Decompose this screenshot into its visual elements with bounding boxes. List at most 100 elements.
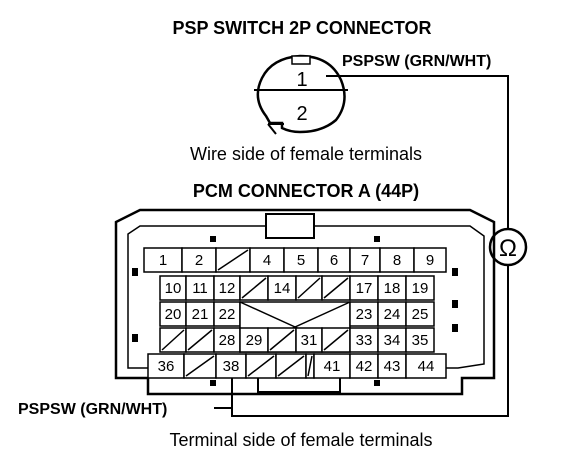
terminal-number: 1: [159, 252, 167, 269]
terminal-number: 8: [393, 252, 401, 269]
terminal-cell: [295, 275, 323, 301]
terminal-cell: 31: [295, 327, 323, 353]
terminal-number: 42: [356, 358, 373, 375]
terminal-number: 7: [361, 252, 369, 269]
pcm-caption: Terminal side of female terminals: [169, 430, 432, 450]
terminal-number: 24: [384, 306, 401, 323]
pcm-connector-title: PCM CONNECTOR A (44P): [193, 181, 419, 201]
terminal-cell: [185, 327, 215, 353]
psp-wire-label: PSPSW (GRN/WHT): [342, 53, 491, 70]
pcm-wire-label: PSPSW (GRN/WHT): [18, 401, 167, 418]
terminal-cell: [215, 247, 251, 273]
terminal-cell: 12: [213, 275, 241, 301]
housing-latches: [132, 236, 458, 386]
terminal-number: 6: [330, 252, 338, 269]
terminal-cell: 17: [349, 275, 379, 301]
terminal-cell: 35: [405, 327, 435, 353]
terminal-number: 34: [384, 332, 401, 349]
terminal-cell: 2: [181, 247, 217, 273]
psp-terminal-2: 2: [296, 103, 307, 125]
terminal-cell: 8: [379, 247, 415, 273]
terminal-number: 31: [301, 332, 318, 349]
empty-terminal-mark: [185, 355, 215, 377]
terminal-cell: 14: [267, 275, 297, 301]
empty-terminal-mark: [277, 355, 305, 377]
psp-switch-connector: [254, 54, 348, 135]
terminal-number: 12: [219, 280, 236, 297]
empty-terminal-mark: [161, 329, 185, 351]
terminal-number: 2: [195, 252, 203, 269]
terminal-number: 44: [418, 358, 435, 375]
terminal-number: 43: [384, 358, 401, 375]
terminal-number: 36: [158, 358, 175, 375]
terminal-cell: 18: [377, 275, 407, 301]
terminal-number: 33: [356, 332, 373, 349]
terminal-number: 11: [192, 280, 208, 297]
terminal-number: 41: [324, 358, 341, 375]
psp-caption: Wire side of female terminals: [190, 144, 422, 164]
terminal-cell: 36: [147, 353, 185, 379]
terminal-cell: [305, 353, 315, 379]
terminal-cell: [183, 353, 217, 379]
terminal-number: 5: [297, 252, 305, 269]
empty-terminal-mark: [247, 355, 275, 377]
terminal-cell: 43: [377, 353, 407, 379]
terminal-number: 9: [426, 252, 434, 269]
empty-terminal-mark: [297, 277, 321, 299]
terminal-cell: 23: [349, 301, 379, 327]
terminal-cell: 19: [405, 275, 435, 301]
terminal-number: 19: [412, 280, 429, 297]
terminal-number: 21: [192, 306, 209, 323]
terminal-cell: [245, 353, 277, 379]
empty-terminal-mark: [323, 329, 349, 351]
terminal-number: 14: [274, 280, 291, 297]
terminal-cell: 7: [349, 247, 381, 273]
terminal-number: 23: [356, 306, 373, 323]
terminal-cell: [275, 353, 307, 379]
terminal-cell: 10: [159, 275, 187, 301]
empty-terminal-mark: [269, 329, 295, 351]
terminal-cell: 25: [405, 301, 435, 327]
terminal-number: 22: [219, 306, 236, 323]
terminal-cell: 41: [313, 353, 351, 379]
terminal-number: 17: [356, 280, 373, 297]
terminal-cell: 22: [213, 301, 241, 327]
terminal-cell: 1: [143, 247, 183, 273]
terminal-cell: 42: [349, 353, 379, 379]
terminal-number: 28: [219, 332, 236, 349]
pcm-connector-housing: [114, 208, 496, 396]
empty-terminal-mark: [323, 277, 349, 299]
terminal-cell: 5: [283, 247, 319, 273]
terminal-number: 4: [263, 252, 271, 269]
empty-terminal-mark: [307, 355, 313, 377]
terminal-number: 20: [165, 306, 182, 323]
terminal-cell: 38: [215, 353, 247, 379]
terminal-cell: 20: [159, 301, 187, 327]
empty-terminal-mark: [241, 277, 267, 299]
terminal-cell: 11: [185, 275, 215, 301]
terminal-cell: [159, 327, 187, 353]
terminal-cell: 6: [317, 247, 351, 273]
psp-connector-title: PSP SWITCH 2P CONNECTOR: [172, 18, 431, 38]
terminal-cell: [321, 327, 351, 353]
terminal-cell: 24: [377, 301, 407, 327]
psp-terminal-1: 1: [296, 69, 307, 91]
ohm-symbol: Ω: [499, 235, 517, 262]
terminal-cell: 4: [249, 247, 285, 273]
terminal-cell: 33: [349, 327, 379, 353]
terminal-number: 18: [384, 280, 401, 297]
empty-terminal-mark: [217, 249, 249, 271]
ohmmeter-icon: [488, 227, 528, 267]
terminal-cell: [239, 275, 269, 301]
terminal-cell: 21: [185, 301, 215, 327]
terminal-cell: [267, 327, 297, 353]
terminal-cell: 28: [213, 327, 241, 353]
terminal-number: 38: [223, 358, 240, 375]
terminal-cell: 29: [239, 327, 269, 353]
terminal-cell: 44: [405, 353, 447, 379]
terminal-number: 10: [165, 280, 182, 297]
terminal-cell: 9: [413, 247, 447, 273]
terminal-number: 35: [412, 332, 429, 349]
